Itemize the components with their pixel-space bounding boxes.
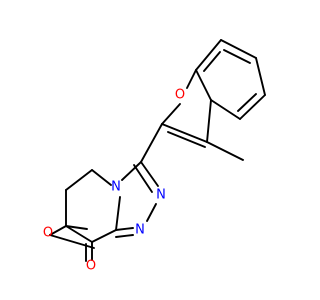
piperidine-ring	[65, 169, 117, 243]
structure-canvas: O N N N O O	[43, 39, 266, 274]
methyl-bond	[206, 141, 244, 161]
ester-group	[49, 225, 95, 262]
triazole-nitrogen-bottom-label: N	[135, 223, 145, 238]
furan-ring	[161, 69, 212, 148]
benzene-ring	[195, 39, 266, 120]
triazole-nitrogen-top-label: N	[156, 188, 166, 203]
ester-oxygen-label: O	[43, 226, 53, 241]
biaryl-bond	[140, 123, 163, 163]
furan-oxygen-label: O	[175, 88, 185, 103]
triazole-ring	[115, 161, 159, 238]
carbonyl-oxygen-label: O	[86, 259, 96, 274]
ring-nitrogen-label: N	[111, 180, 121, 195]
molecule-drawing: O N N N O O	[43, 39, 266, 274]
